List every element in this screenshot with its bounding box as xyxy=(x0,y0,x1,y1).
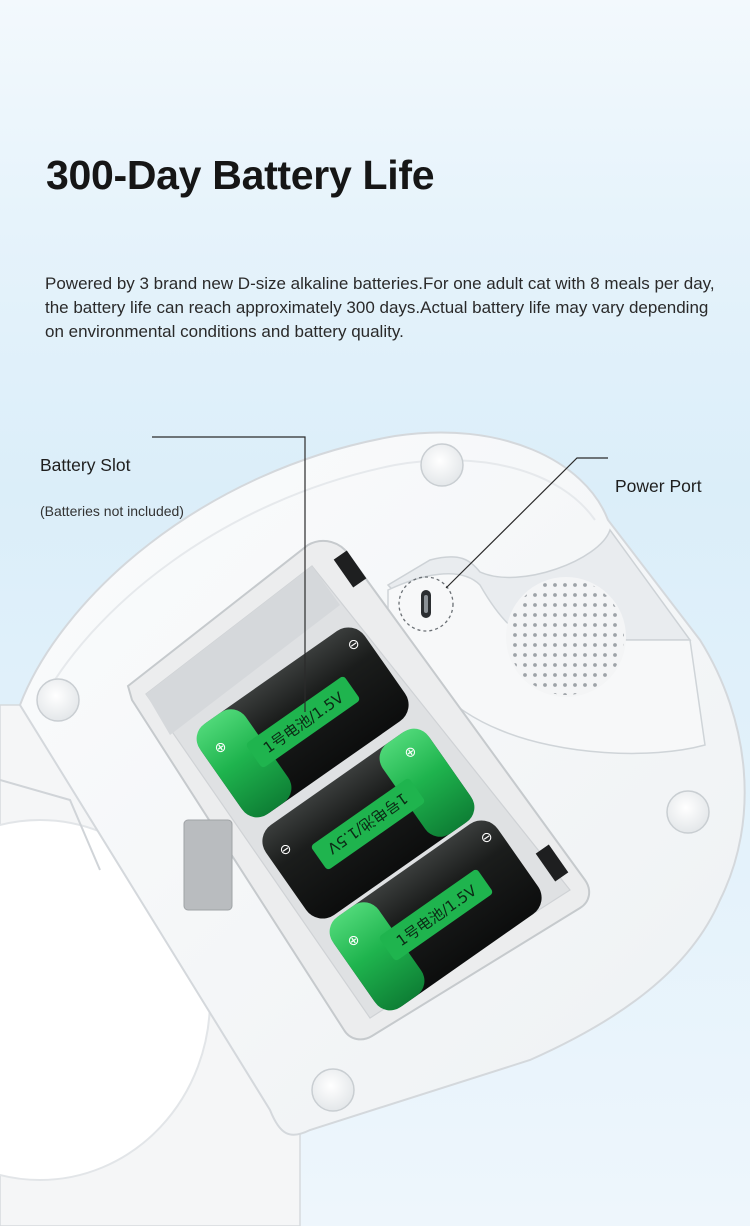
page-description: Powered by 3 brand new D-size alkaline b… xyxy=(45,274,715,341)
battery-slot-note: (Batteries not included) xyxy=(40,503,184,519)
screw-caps xyxy=(36,443,710,1112)
battery-2: 1号电池/1.5V ⊖ ⊕ xyxy=(262,728,475,919)
battery-slot-leader-line xyxy=(152,436,306,712)
speaker-grille-icon xyxy=(506,577,626,697)
page-title: 300-Day Battery Life xyxy=(46,152,435,198)
power-port-label: Power Port xyxy=(615,476,702,496)
battery-slot-label: Battery Slot xyxy=(40,455,131,475)
power-port-leader-line xyxy=(445,457,608,589)
battery-3: 1号电池/1.5V ⊕ ⊖ xyxy=(329,820,542,1011)
battery-1: 1号电池/1.5V ⊕ ⊖ xyxy=(196,627,409,818)
usb-c-port-icon xyxy=(398,576,454,632)
